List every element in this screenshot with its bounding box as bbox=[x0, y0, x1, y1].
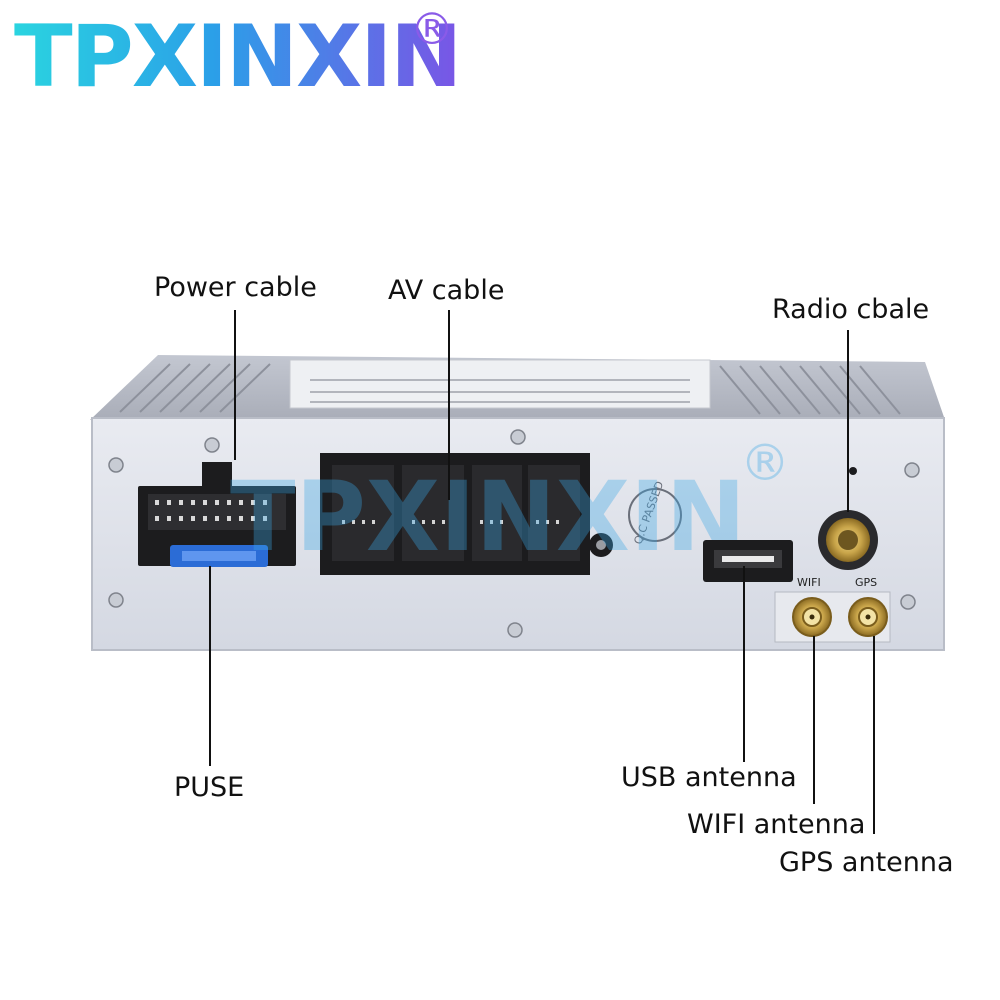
leader-line-fuse bbox=[209, 566, 211, 766]
chassis-top-cover bbox=[90, 355, 945, 420]
leader-line-usb-antenna bbox=[743, 566, 745, 762]
registered-mark: ® bbox=[410, 4, 454, 55]
watermark-text: TPXINXIN bbox=[230, 461, 746, 573]
av-connector bbox=[320, 453, 590, 575]
aux-jack-pin bbox=[596, 540, 606, 550]
label-usb-antenna: USB antenna bbox=[621, 762, 797, 793]
usb-port bbox=[703, 540, 793, 582]
label-radio-cable: Radio cbale bbox=[772, 294, 930, 325]
brand-logo: TPXINXIN bbox=[14, 7, 462, 107]
label-power-cable: Power cable bbox=[154, 272, 317, 303]
gps-port-label: GPS bbox=[855, 576, 877, 589]
gps-sma-connector bbox=[848, 597, 888, 637]
label-wifi-antenna: WIFI antenna bbox=[687, 809, 866, 840]
watermark-registered-mark: ® bbox=[740, 434, 790, 492]
label-av-cable: AV cable bbox=[388, 275, 505, 306]
leader-line-power-cable bbox=[234, 310, 236, 460]
leader-line-wifi-antenna bbox=[813, 636, 815, 804]
leader-line-gps-antenna bbox=[873, 636, 875, 834]
screw-icon bbox=[108, 429, 920, 638]
leader-line-radio-cable bbox=[847, 330, 849, 512]
label-fuse: PUSE bbox=[174, 772, 245, 803]
radio-antenna-socket bbox=[818, 467, 878, 570]
fuse-window bbox=[182, 551, 256, 561]
leader-line-av-cable bbox=[448, 310, 450, 500]
wifi-port-label: WIFI bbox=[797, 576, 821, 589]
wifi-sma-connector bbox=[792, 597, 832, 637]
label-gps-antenna: GPS antenna bbox=[779, 847, 954, 878]
